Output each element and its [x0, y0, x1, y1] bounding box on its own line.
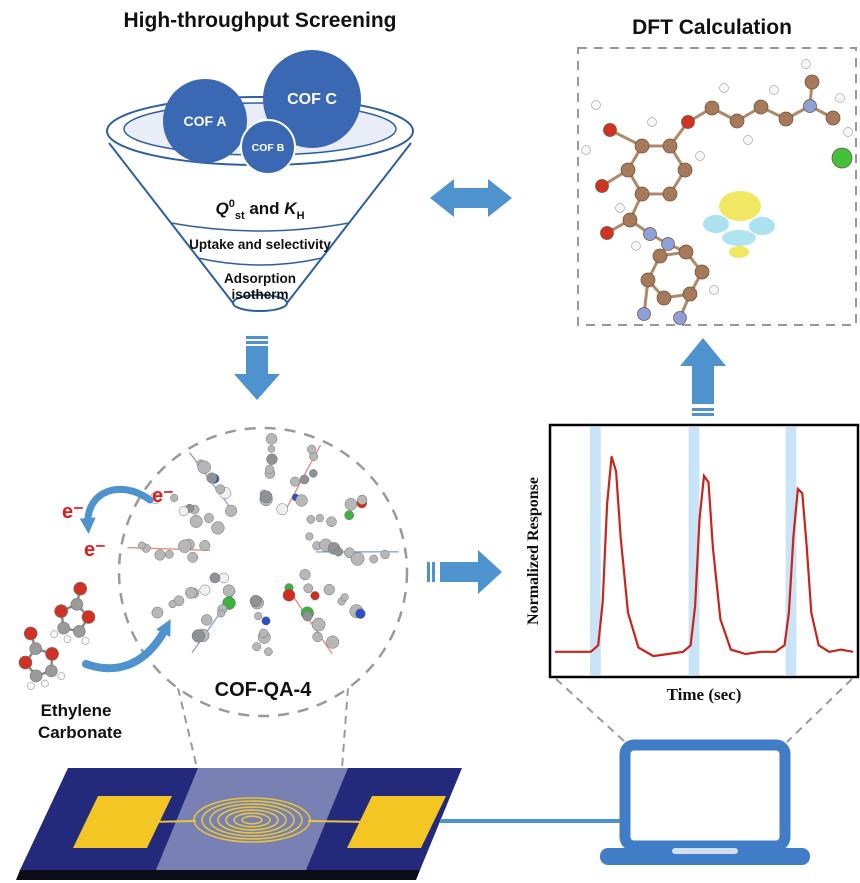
- response-chart: [548, 423, 860, 679]
- magnify-line-left: [177, 687, 198, 769]
- criterion-uptake-selectivity: Uptake and selectivity: [189, 237, 331, 252]
- cof-structure-illustration: [127, 433, 399, 656]
- double-arrow-screening-dft: [430, 179, 512, 217]
- chip-spiral-electrode: [193, 797, 311, 843]
- criterion-adsorption-line2: isotherm: [231, 287, 288, 302]
- cof-b-circle: [240, 119, 296, 175]
- chip-trace-left: [146, 820, 197, 823]
- gas-exposure-bands: [590, 427, 797, 675]
- cof-a-label: COF A: [183, 113, 226, 129]
- laptop-notch: [672, 848, 738, 854]
- electron-label-2: e⁻: [152, 485, 174, 507]
- cof-name-label: COF-QA-4: [215, 679, 313, 701]
- dft-title: DFT Calculation: [632, 16, 792, 39]
- ethylene-carbonate-label-line2: Carbonate: [38, 723, 122, 742]
- funnel-outlet: [232, 294, 288, 312]
- sensor-response-line: [555, 456, 854, 658]
- right-arrow-cof-to-chart: [427, 550, 502, 594]
- sensor-chip: [16, 768, 462, 880]
- funnel-divider-2: [197, 257, 323, 266]
- laptop: [600, 739, 810, 865]
- criterion-qst-kh: Q0st and KH: [215, 198, 304, 222]
- carbonate-to-cof-arrow: [82, 619, 171, 673]
- chip-highlight-band: [156, 768, 348, 870]
- up-arrow-chart-to-dft: [680, 338, 726, 416]
- ethylene-carbonate-label-line1: Ethylene: [41, 701, 112, 720]
- chart-y-axis-label: Normalized Response: [525, 477, 542, 625]
- screening-funnel: COF A COF C COF B Q0st and KH Uptake and…: [106, 50, 414, 312]
- chart-border: [548, 423, 860, 679]
- chip-edge: [16, 870, 420, 880]
- electron-cycle-arrow: [79, 485, 154, 534]
- electron-transfer-label-3: e⁻: [84, 539, 106, 561]
- laptop-line-left: [555, 678, 626, 743]
- criterion-adsorption-line1: Adsorption: [224, 271, 296, 286]
- screening-title: High-throughput Screening: [124, 9, 397, 32]
- laptop-line-right: [786, 678, 853, 743]
- cof-c-label: COF C: [287, 91, 337, 108]
- cof-a-circle: [163, 79, 247, 163]
- ethylene-carbonate-molecules: [18, 581, 96, 690]
- laptop-screen: [619, 739, 791, 852]
- funnel-divider-1: [170, 222, 350, 232]
- dft-panel: [577, 47, 857, 326]
- electron-label-1: e⁻: [62, 501, 84, 523]
- cof-b-label: COF B: [252, 142, 285, 154]
- cof-c-circle: [263, 50, 361, 148]
- down-arrow-funnel-to-cof: [234, 336, 280, 400]
- cof-magnifier-circle: [117, 426, 409, 718]
- chart-x-axis-label: Time (sec): [667, 685, 742, 704]
- laptop-base: [600, 848, 810, 865]
- chip-pad-left: [73, 796, 172, 848]
- magnify-line-right: [341, 687, 349, 769]
- chip-pad-right: [347, 796, 446, 848]
- dft-molecule-illustration: [581, 59, 853, 325]
- chip-trace-right: [307, 820, 373, 823]
